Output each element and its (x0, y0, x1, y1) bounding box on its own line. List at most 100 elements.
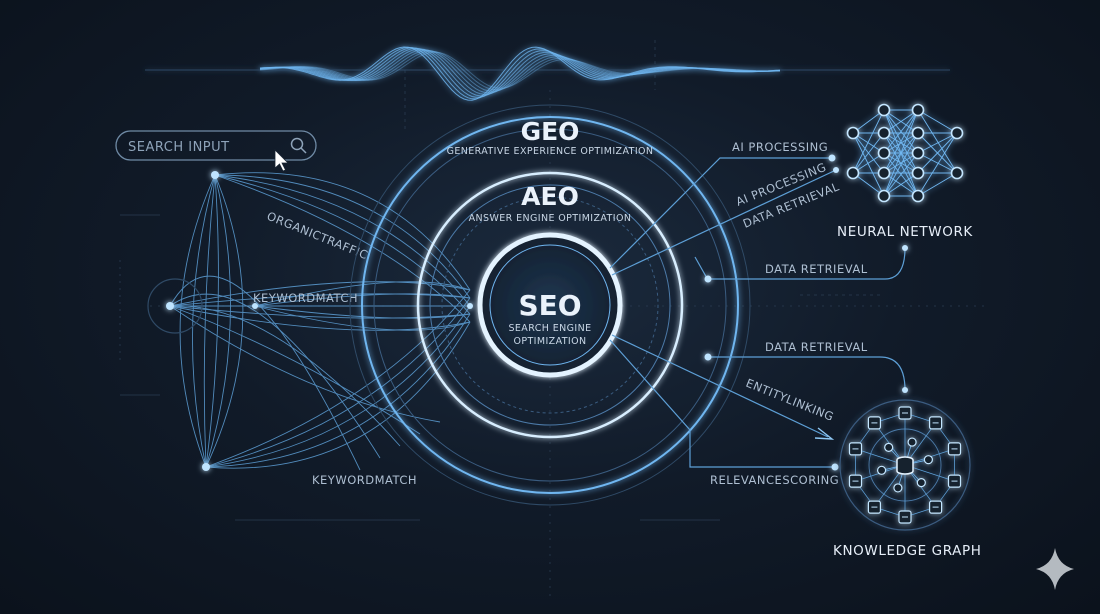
nn-edge (883, 109, 919, 134)
nn-node (911, 189, 925, 203)
kg-node (916, 478, 926, 488)
nn-edge (883, 132, 919, 154)
knowledge-graph-title: KNOWLEDGE GRAPH (833, 543, 981, 559)
geo-full: GENERATIVE EXPERIENCE OPTIMIZATION (447, 146, 654, 157)
nn-node (911, 166, 925, 180)
nn-node (877, 103, 891, 117)
nn-node (877, 126, 891, 140)
nn-edge (917, 132, 958, 197)
nn-edge (917, 172, 958, 197)
seo-core-label: SEO SEARCH ENGINE OPTIMIZATION (508, 289, 591, 347)
kg-boundary (839, 399, 971, 531)
nn-edge (917, 109, 958, 134)
network-link (205, 297, 471, 468)
nn-node (877, 166, 891, 180)
waveform (145, 46, 950, 101)
nn-edge (883, 152, 919, 174)
network-link (169, 305, 441, 423)
search-placeholder: SEARCH INPUT (128, 140, 230, 155)
kg-node (923, 455, 934, 465)
network-link (214, 174, 471, 323)
network-link (205, 174, 244, 468)
geo-ring-label: GEO GENERATIVE EXPERIENCE OPTIMIZATION (447, 117, 654, 157)
network-link (254, 293, 471, 307)
network-link (203, 174, 216, 468)
network-link (169, 305, 471, 319)
cursor-icon (274, 149, 289, 172)
nn-node (950, 126, 964, 140)
label-relevance-scoring: RELEVANCESCORING (710, 473, 839, 487)
neural-network-graphic (846, 103, 964, 203)
kg-node (884, 442, 894, 452)
nn-edge (883, 109, 919, 154)
nn-edge (883, 152, 919, 197)
nn-edge (917, 109, 958, 174)
network-link (214, 174, 471, 315)
nn-edge (917, 152, 958, 174)
aeo-full: ANSWER ENGINE OPTIMIZATION (469, 213, 632, 224)
seo-full-line1: SEARCH ENGINE (508, 323, 591, 334)
nn-edge (852, 109, 885, 174)
neural-network-title: NEURAL NETWORK (837, 224, 973, 240)
nn-edge (883, 109, 919, 197)
seo-full-line2: OPTIMIZATION (513, 336, 586, 347)
right-connectors (609, 157, 906, 468)
network-link (214, 174, 471, 299)
left-hub-ring (147, 278, 203, 334)
aeo-acronym: AEO (521, 182, 579, 211)
nn-edge (917, 132, 958, 154)
network-link (205, 174, 219, 468)
kg-node (876, 465, 887, 475)
nn-node (846, 166, 860, 180)
network-link (254, 305, 471, 331)
network-link (254, 281, 471, 307)
seo-acronym: SEO (518, 289, 581, 322)
network-link (169, 305, 401, 447)
label-entity-linking: ENTITYLINKING (744, 376, 836, 424)
background-grid (119, 40, 990, 600)
aeo-ring-label: AEO ANSWER ENGINE OPTIMIZATION (469, 182, 632, 224)
nn-node (911, 103, 925, 117)
label-ai-processing-1: AI PROCESSING (732, 140, 828, 154)
network-link (205, 305, 471, 468)
nn-node (877, 189, 891, 203)
network-link (205, 289, 471, 468)
label-data-retrieval-1: DATA RETRIEVAL (765, 262, 868, 276)
nn-edge (852, 109, 885, 134)
search-bar[interactable]: SEARCH INPUT (115, 130, 317, 172)
network-link (205, 313, 471, 468)
label-data-retrieval-2: DATA RETRIEVAL (765, 340, 868, 354)
nn-node (846, 126, 860, 140)
database-icon-body (896, 460, 914, 475)
left-nodes (166, 171, 473, 471)
kg-node (893, 483, 903, 493)
search-icon[interactable] (290, 137, 307, 154)
label-keyword-match-bottom: KEYWORDMATCH (312, 473, 417, 487)
geo-acronym: GEO (521, 117, 580, 146)
network-link (192, 174, 216, 468)
wave-line (259, 46, 781, 101)
network-link (254, 305, 471, 319)
nn-edge (917, 132, 958, 174)
concentric-rings (349, 104, 751, 506)
network-link (205, 174, 231, 468)
network-link (179, 174, 216, 468)
network-link (205, 321, 471, 469)
nn-edge (852, 132, 885, 197)
nn-edge (852, 172, 885, 197)
wave-line (259, 48, 781, 95)
network-link (214, 174, 471, 307)
wave-line (259, 47, 781, 97)
left-network (169, 172, 471, 471)
knowledge-graph-graphic (839, 399, 971, 531)
nn-node (911, 146, 925, 160)
nn-node (877, 146, 891, 160)
nn-edge (883, 172, 919, 197)
nn-node (911, 126, 925, 140)
wave-line (259, 49, 781, 94)
nn-edge (883, 109, 919, 174)
arrow-icon (814, 427, 835, 440)
right-connector-nodes (704, 154, 908, 471)
label-keyword-match-top: KEYWORDMATCH (253, 291, 358, 305)
